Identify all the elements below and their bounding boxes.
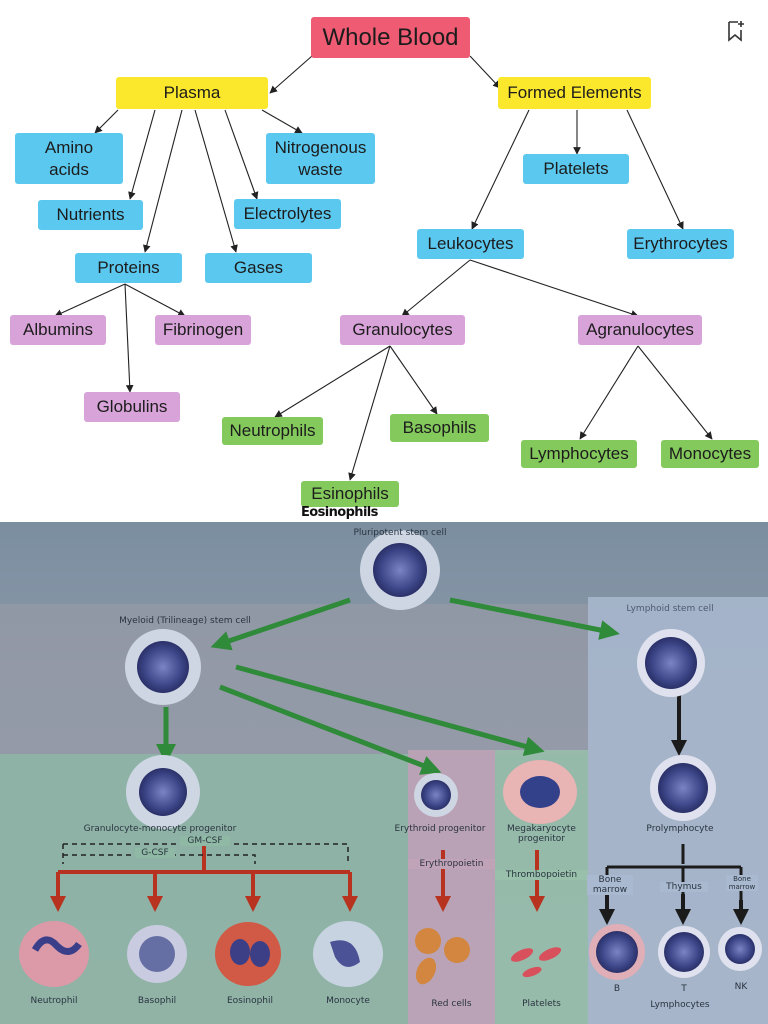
label-lymphocytes: Lymphocytes xyxy=(650,1000,710,1010)
node-erythrocytes: Erythrocytes xyxy=(627,229,734,259)
node-monocytes: Monocytes xyxy=(661,440,759,468)
node-formed-elements: Formed Elements xyxy=(498,77,651,109)
label-platelets: Platelets xyxy=(522,999,561,1009)
label-erythroid: Erythroid progenitor xyxy=(394,824,486,834)
label-bone-marrow: Bone marrow xyxy=(587,875,633,895)
node-globulins: Globulins xyxy=(84,392,180,422)
arrow-to-lymphoid xyxy=(449,597,620,640)
arrow-to-megakaryocyte xyxy=(235,664,545,756)
label-nk: NK xyxy=(734,982,748,992)
node-granulocytes: Granulocytes xyxy=(340,315,465,345)
node-amino-acids: Amino acids xyxy=(15,133,123,184)
label-g-csf: G-CSF xyxy=(135,848,175,858)
arrow-to-erythroid xyxy=(219,684,442,775)
node-albumins: Albumins xyxy=(10,315,106,345)
label-thymus: Thymus xyxy=(660,882,708,892)
label-thrombopoietin: Thrombopoietin xyxy=(495,870,588,880)
handwritten-correction: Eosinophils xyxy=(301,505,378,520)
node-whole-blood: Whole Blood xyxy=(311,17,470,58)
hematopoiesis-diagram-photo: Pluripotent stem cell Myeloid (Trilineag… xyxy=(0,522,768,1024)
node-agranulocytes: Agranulocytes xyxy=(578,315,702,345)
label-erythropoietin: Erythropoietin xyxy=(408,859,495,869)
node-plasma: Plasma xyxy=(116,77,268,109)
node-nitrogenous-waste: Nitrogenous waste xyxy=(266,133,375,184)
label-basophil: Basophil xyxy=(137,996,177,1006)
label-bone-marrow-small: Bone marrow xyxy=(726,875,758,891)
label-lymphoid: Lymphoid stem cell xyxy=(626,604,714,614)
node-proteins: Proteins xyxy=(75,253,182,283)
node-leukocytes: Leukocytes xyxy=(417,229,524,259)
label-neutrophil: Neutrophil xyxy=(30,996,78,1006)
label-monocyte: Monocyte xyxy=(326,996,370,1006)
label-gm-progenitor: Granulocyte-monocyte progenitor xyxy=(83,824,237,834)
label-megakaryocyte: Megakaryocyte progenitor xyxy=(507,824,576,844)
node-neutrophils: Neutrophils xyxy=(222,417,323,445)
myeloid-panel xyxy=(0,604,590,754)
node-basophils: Basophils xyxy=(390,414,489,442)
label-pluripotent: Pluripotent stem cell xyxy=(353,528,447,538)
label-eosinophil: Eosinophil xyxy=(226,996,273,1006)
node-nutrients: Nutrients xyxy=(38,200,143,230)
label-t: T xyxy=(681,984,687,994)
concept-map-links xyxy=(54,55,713,481)
node-platelets: Platelets xyxy=(523,154,629,184)
node-eosinophils: Esinophils xyxy=(301,481,399,507)
arrow-to-myeloid xyxy=(210,597,351,651)
bookmark-add-icon[interactable] xyxy=(726,20,746,47)
label-prolymphocyte: Prolymphocyte xyxy=(646,824,714,834)
node-electrolytes: Electrolytes xyxy=(234,199,341,229)
hematopoiesis-graphics xyxy=(19,530,762,987)
label-b: B xyxy=(613,984,621,994)
node-fibrinogen: Fibrinogen xyxy=(155,315,251,345)
label-myeloid: Myeloid (Trilineage) stem cell xyxy=(119,616,251,626)
label-gm-csf: GM-CSF xyxy=(180,836,230,846)
label-red-cells: Red cells xyxy=(431,999,472,1009)
blood-concept-map: Whole Blood Plasma Formed Elements Amino… xyxy=(10,17,759,520)
node-lymphocytes: Lymphocytes xyxy=(521,440,637,468)
node-gases: Gases xyxy=(205,253,312,283)
